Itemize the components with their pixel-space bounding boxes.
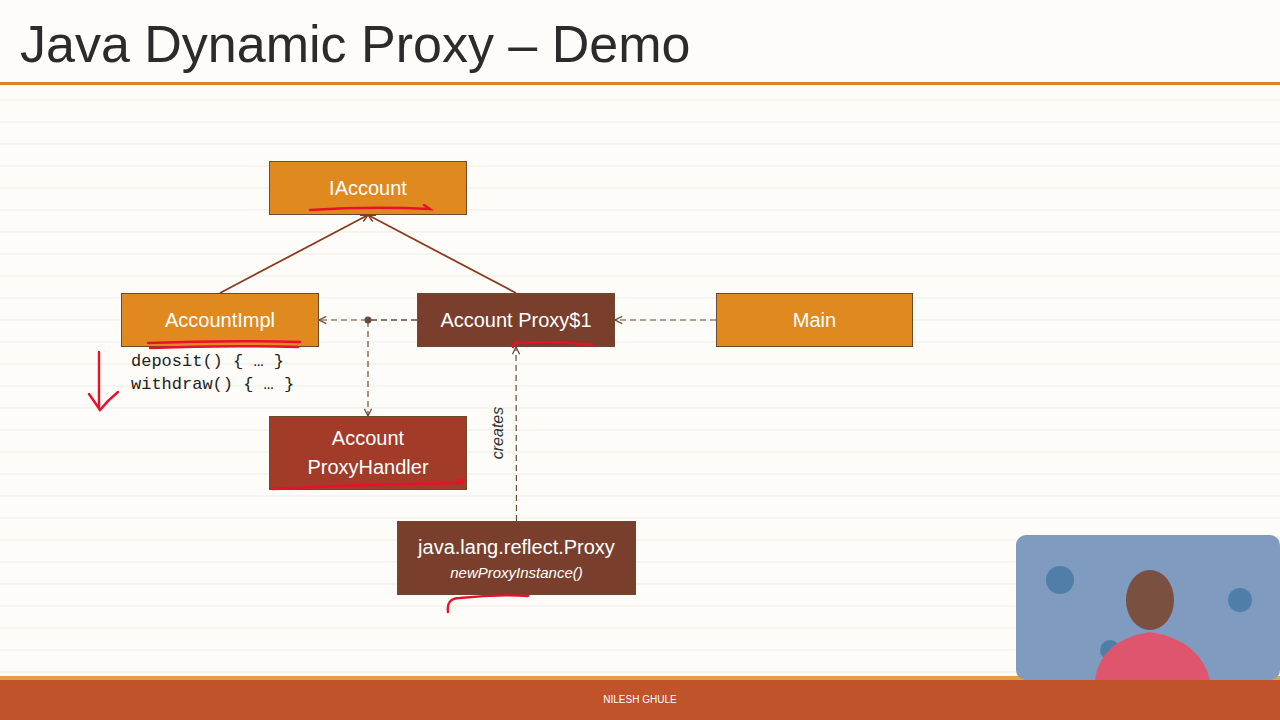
ruled-line	[0, 188, 1280, 189]
dependency-arrow	[615, 319, 716, 320]
edge-label: creates	[489, 407, 507, 459]
ruled-line	[0, 430, 1280, 431]
ruled-line	[0, 100, 1280, 101]
pen-annotations	[89, 205, 592, 612]
proxy-class-box: Account Proxy$1	[417, 293, 615, 347]
realization-line	[368, 215, 516, 293]
box-label: Account Proxy$1	[440, 306, 591, 335]
box-label: java.lang.reflect.Proxy	[418, 533, 615, 562]
box-label: Main	[793, 306, 836, 335]
ruled-line	[0, 144, 1280, 145]
ruled-line	[0, 496, 1280, 497]
handler-box: Account ProxyHandler	[269, 416, 467, 490]
ruled-line	[0, 254, 1280, 255]
ruled-line	[0, 276, 1280, 277]
class-box: Main	[716, 293, 913, 347]
realization-line	[220, 215, 368, 293]
ruled-line	[0, 210, 1280, 211]
ruled-line	[0, 408, 1280, 409]
title-rule	[0, 82, 1280, 85]
method-name: newProxyInstance()	[450, 562, 583, 584]
ruled-line	[0, 166, 1280, 167]
box-label: Account ProxyHandler	[274, 424, 462, 482]
ruled-line	[0, 232, 1280, 233]
box-label: AccountImpl	[165, 306, 275, 335]
footer-author: NILESH GHULE	[0, 694, 1280, 705]
box-label: IAccount	[329, 174, 407, 203]
dependency-arrow	[368, 320, 417, 416]
ruled-line	[0, 452, 1280, 453]
dependency-arrow	[319, 319, 417, 320]
method-code: withdraw() { … }	[131, 375, 294, 394]
class-box: AccountImpl	[121, 293, 319, 347]
dependency-arrow	[515, 347, 517, 521]
junction-dot	[365, 317, 372, 324]
ruled-line	[0, 122, 1280, 123]
slide-title: Java Dynamic Proxy – Demo	[20, 14, 690, 74]
ruled-line	[0, 474, 1280, 475]
interface-box: IAccount	[269, 161, 467, 215]
method-code: deposit() { … }	[131, 352, 284, 371]
footer-bar	[0, 680, 1280, 720]
presenter-video	[1016, 535, 1280, 680]
ruled-line	[0, 518, 1280, 519]
library-box: java.lang.reflect.ProxynewProxyInstance(…	[397, 521, 636, 595]
